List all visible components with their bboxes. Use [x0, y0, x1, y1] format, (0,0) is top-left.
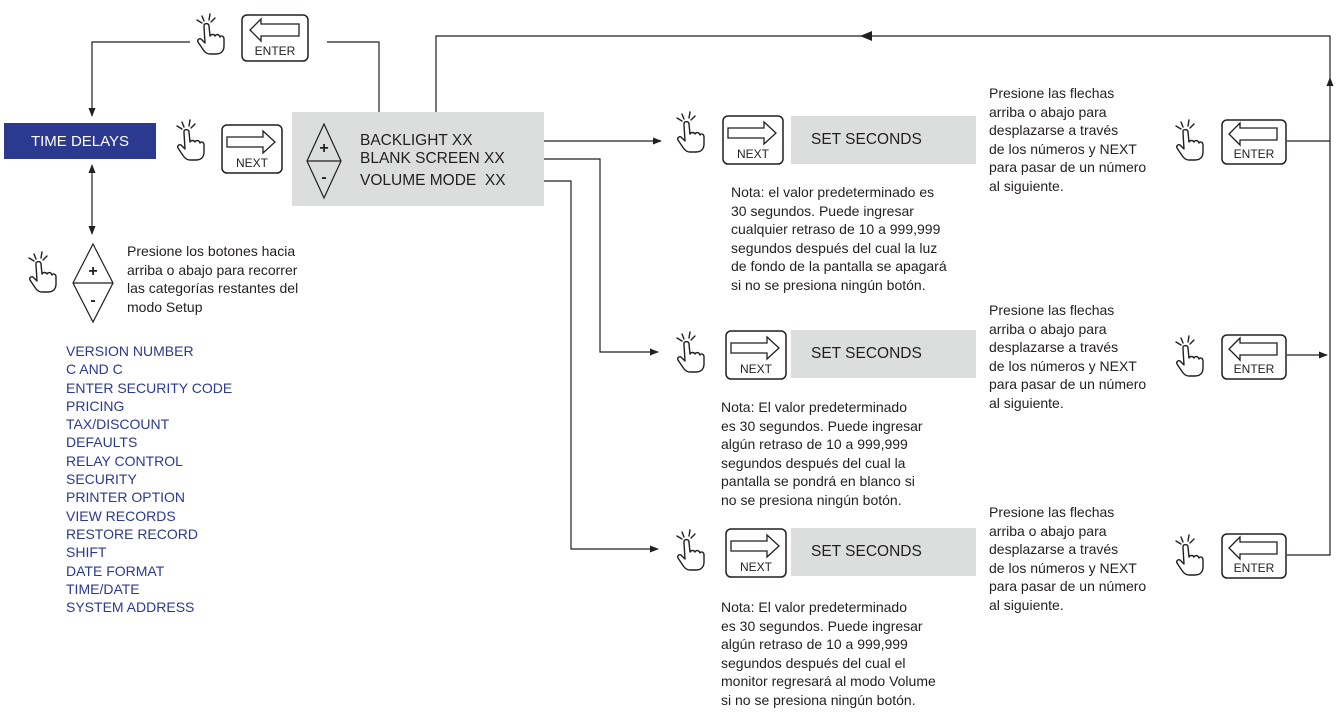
- arrow-instructions: Presione las flechas arriba o abajo para…: [989, 302, 1147, 411]
- updown-instructions: Presione los botones hacia arriba o abaj…: [127, 243, 299, 315]
- list-item[interactable]: TIME/DATE: [66, 580, 140, 597]
- press-hand-icon: [174, 118, 208, 162]
- set-seconds-display: SET SECONDS: [791, 528, 976, 576]
- menu-down-key[interactable]: -: [321, 169, 326, 186]
- press-hand-icon: [674, 528, 708, 572]
- menu-up-key[interactable]: +: [319, 140, 328, 157]
- enter-key-label: ENTER: [1234, 147, 1275, 161]
- next-key[interactable]: NEXT: [725, 528, 787, 578]
- enter-return-line: [88, 41, 190, 117]
- next-key-label: NEXT: [740, 362, 773, 376]
- list-item[interactable]: SYSTEM ADDRESS: [66, 599, 195, 616]
- list-item[interactable]: RELAY CONTROL: [66, 452, 183, 469]
- menu-updown-keys[interactable]: +-: [305, 122, 343, 200]
- enter-key-label: ENTER: [1234, 561, 1275, 575]
- list-item[interactable]: C AND C: [66, 361, 123, 378]
- list-item[interactable]: SHIFT: [66, 544, 107, 561]
- enter-key[interactable]: ENTER: [241, 14, 309, 62]
- enter-right-line: [327, 41, 380, 112]
- setup-categories-list: VERSION NUMBER C AND C ENTER SECURITY CO…: [66, 342, 232, 616]
- next-key[interactable]: NEXT: [221, 124, 283, 174]
- setup-up-key[interactable]: +: [88, 263, 97, 280]
- setup-updown-keys[interactable]: +-: [71, 242, 115, 324]
- volume-mode-note: Nota: El valor predeterminado es 30 segu…: [721, 599, 936, 708]
- press-hand-icon: [1173, 118, 1207, 162]
- press-hand-icon: [194, 12, 228, 56]
- press-hand-icon: [26, 250, 60, 294]
- list-item[interactable]: DATE FORMAT: [66, 562, 165, 579]
- volume-mode-arrow: [519, 180, 659, 553]
- set-seconds-display: SET SECONDS: [791, 116, 976, 164]
- return-loop-top: [432, 35, 1331, 125]
- list-item[interactable]: TAX/DISCOUNT: [66, 416, 170, 433]
- blank-screen-note: Nota: El valor predeterminado es 30 segu…: [721, 399, 923, 508]
- press-hand-icon: [1173, 334, 1207, 378]
- next-key-label: NEXT: [740, 560, 773, 574]
- next-key-label: NEXT: [236, 156, 269, 170]
- backlight-note: Nota: el valor predeterminado es 30 segu…: [731, 184, 947, 293]
- setup-down-key[interactable]: -: [90, 292, 95, 309]
- list-item[interactable]: ENTER SECURITY CODE: [66, 379, 233, 396]
- blank-screen-arrow: [498, 158, 659, 356]
- time-delays-menu: +- BACKLIGHT XX BLANK SCREEN XX VOLUME M…: [292, 112, 544, 206]
- enter-key[interactable]: ENTER: [1221, 334, 1287, 380]
- list-item[interactable]: DEFAULTS: [66, 434, 138, 451]
- list-item[interactable]: RESTORE RECORD: [66, 525, 198, 542]
- set-seconds-display: SET SECONDS: [791, 330, 976, 378]
- list-item[interactable]: VERSION NUMBER: [66, 343, 194, 359]
- menu-item-blank-screen[interactable]: BLANK SCREEN XX: [360, 150, 505, 167]
- list-item[interactable]: VIEW RECORDS: [66, 507, 176, 524]
- list-item[interactable]: PRINTER OPTION: [66, 489, 186, 506]
- press-hand-icon: [674, 330, 708, 374]
- menu-item-volume-mode[interactable]: VOLUME MODE XX: [360, 172, 506, 189]
- enter-key-label: ENTER: [1234, 362, 1275, 376]
- return-loop-arrowhead: [860, 31, 872, 41]
- list-item[interactable]: SECURITY: [66, 471, 137, 488]
- next-key[interactable]: NEXT: [722, 115, 784, 165]
- next-key-label: NEXT: [737, 147, 770, 161]
- enter-key-label: ENTER: [255, 44, 296, 58]
- list-item[interactable]: PRICING: [66, 397, 125, 414]
- enter-output-3: [1287, 77, 1334, 556]
- press-hand-icon: [1173, 533, 1207, 577]
- next-key[interactable]: NEXT: [725, 330, 787, 380]
- arrow-instructions: Presione las flechas arriba o abajo para…: [989, 85, 1147, 194]
- time-delays-title: TIME DELAYS: [4, 123, 156, 159]
- enter-key[interactable]: ENTER: [1221, 533, 1287, 579]
- arrow-instructions: Presione las flechas arriba o abajo para…: [989, 504, 1147, 613]
- press-hand-icon: [674, 110, 708, 154]
- menu-item-backlight[interactable]: BACKLIGHT XX: [360, 132, 473, 149]
- enter-key[interactable]: ENTER: [1221, 119, 1287, 165]
